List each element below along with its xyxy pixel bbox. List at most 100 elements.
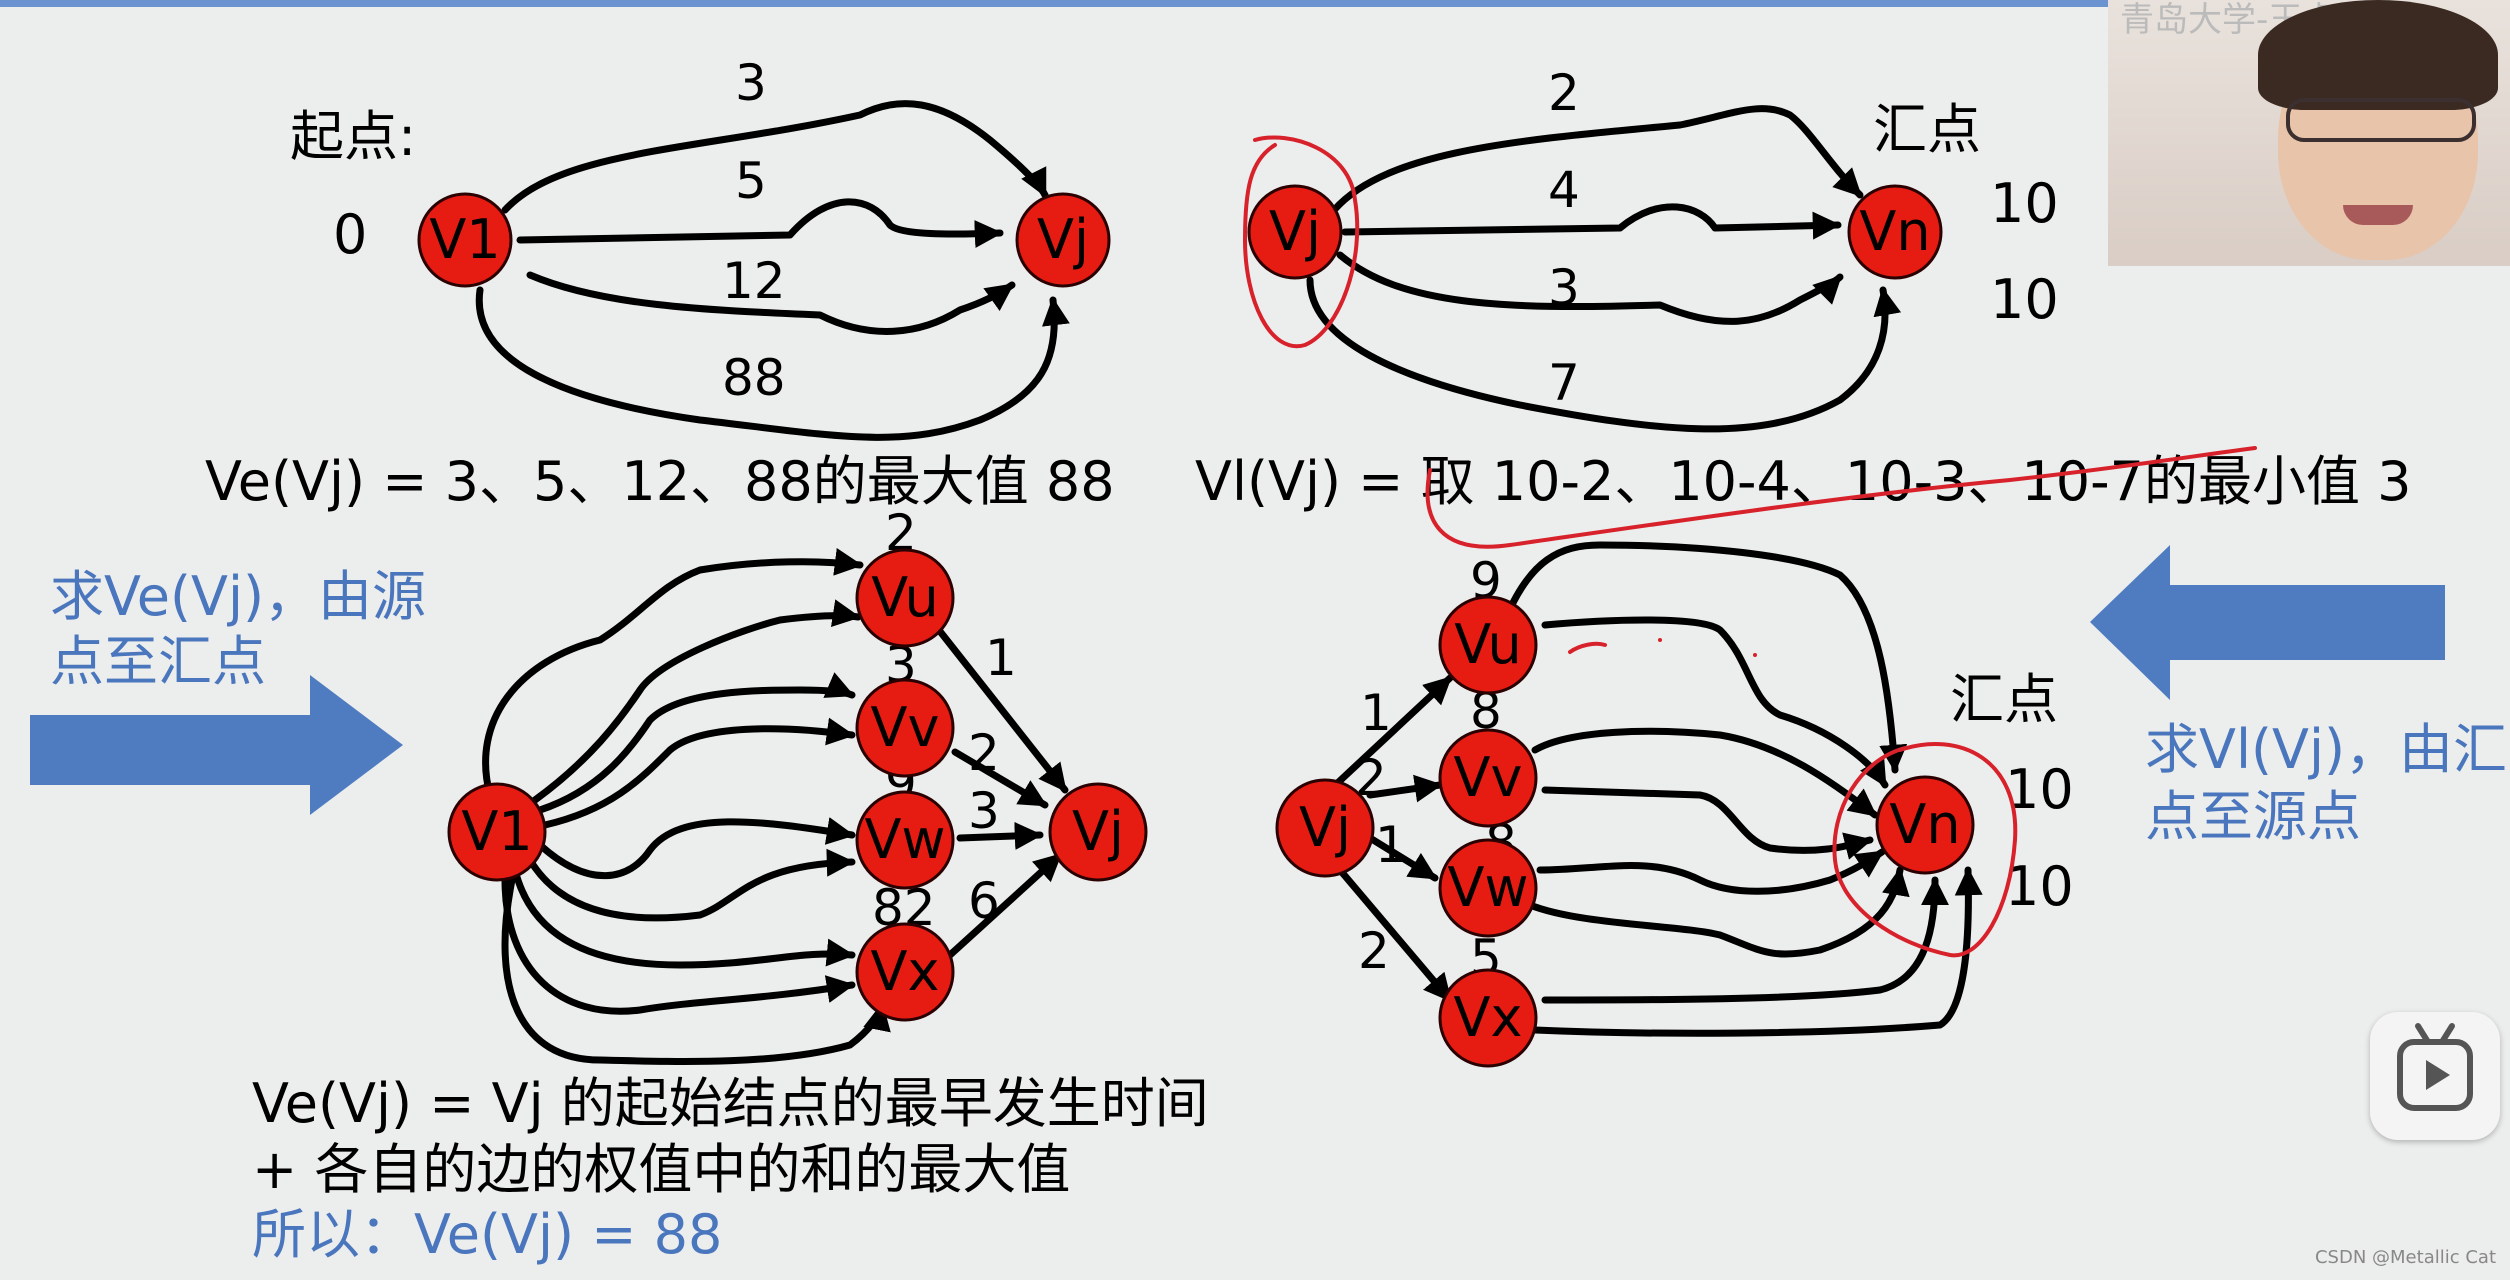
svg-text:Vn: Vn	[1859, 200, 1930, 263]
presenter-mouth	[2343, 205, 2413, 225]
edge-vv-vj	[951, 748, 1049, 809]
node-vn-tr: Vn	[1847, 184, 1943, 280]
node-v1-bl: V1	[447, 782, 547, 882]
node-vv-br: Vv	[1438, 728, 1538, 828]
edge-vu-vn-1	[1501, 541, 1908, 774]
edge-vj-vx	[1336, 866, 1454, 1004]
weight-88: 88	[722, 349, 786, 407]
node-vj-bl: Vj	[1048, 782, 1148, 882]
sink-value-br-1: 10	[2005, 758, 2074, 821]
svg-text:Vw: Vw	[1447, 856, 1528, 919]
webcam-overlay: 青岛大学-王卓	[2108, 0, 2510, 266]
weight-vx-vj: 6	[968, 872, 1000, 930]
annotation-strike	[1425, 446, 2257, 549]
node-vx-bl: Vx	[855, 922, 955, 1022]
side-note-vl-2: 点至源点	[2145, 785, 2361, 848]
sink-label-br: 汇点	[1950, 668, 2058, 731]
top-left-graph: 起点: 0 3 5 12 88 V1 Vj Ve(Vj) = 3、5、12、88…	[205, 54, 1115, 513]
edge-v1-vj-88	[475, 286, 1070, 441]
edge-vw-vn-2	[1526, 866, 1910, 958]
edge-vj-vu	[1326, 674, 1454, 794]
bottom-right-graph: 求Vl(Vj)，由汇 点至源点 汇点 10 10 1 2 1 2 9 8 8 5…	[1275, 541, 2507, 1068]
weight-5: 5	[735, 152, 767, 210]
edge-v1-vj-5	[516, 198, 1004, 248]
sink-label: 汇点	[1873, 98, 1981, 161]
annotation-dot-1	[1658, 638, 1662, 642]
node-vj: Vj	[1015, 192, 1111, 288]
svg-text:Vj: Vj	[1299, 796, 1351, 859]
weight-3b: 3	[1548, 259, 1580, 317]
edge-v1-vx	[511, 866, 856, 969]
node-vn-br: Vn	[1875, 775, 1975, 875]
svg-text:Vj: Vj	[1269, 200, 1321, 263]
presenter-hair	[2258, 0, 2498, 110]
weight-7: 7	[1548, 354, 1580, 412]
weight-4: 4	[1548, 161, 1580, 219]
edge-vw-vn-1	[1536, 848, 1886, 895]
play-icon	[2397, 1023, 2473, 1111]
edge-vj-vn-4	[1341, 203, 1842, 240]
formula-ve: Ve(Vj) = 3、5、12、88的最大值 88	[205, 450, 1115, 513]
edge-vx-vn-2	[1531, 866, 1983, 1037]
edge-v1-vx-3	[501, 876, 891, 1065]
node-vj-br: Vj	[1275, 778, 1375, 878]
formula-line-2: + 各自的边的权值中的和的最大值	[252, 1138, 1070, 1201]
annotation-dot-2	[1753, 653, 1757, 657]
annotation-circle-vj	[1243, 135, 1360, 349]
weight-vw-vj: 3	[968, 782, 1000, 840]
edge-v1-vx-2	[501, 876, 856, 1015]
node-v1: V1	[417, 192, 513, 288]
annotation-tick	[1568, 641, 1607, 654]
watermark: CSDN @Metallic Cat	[2314, 1247, 2496, 1268]
svg-text:Vn: Vn	[1889, 793, 1960, 856]
weight-vu-vj: 1	[985, 629, 1017, 687]
svg-text:Vv: Vv	[1454, 746, 1523, 809]
node-vw-br: Vw	[1438, 838, 1538, 938]
svg-text:Vj: Vj	[1072, 800, 1124, 863]
edge-vv-vn-1	[1531, 727, 1879, 819]
svg-text:V1: V1	[429, 208, 500, 271]
edge-v1-vu	[482, 547, 864, 799]
weight-br-vw: 1	[1375, 816, 1407, 874]
svg-text:Vx: Vx	[871, 940, 940, 1003]
edge-vx-vj	[946, 851, 1064, 959]
origin-label: 起点:	[290, 105, 416, 168]
play-button[interactable]	[2370, 1012, 2500, 1140]
weight-3: 3	[735, 54, 767, 112]
presenter-glasses	[2286, 98, 2476, 142]
node-vu-bl: Vu	[855, 548, 955, 648]
weight-br-vx: 2	[1358, 922, 1390, 980]
node-vx-br: Vx	[1438, 968, 1538, 1068]
annotation-circle-vn	[1832, 742, 2018, 958]
svg-text:Vw: Vw	[864, 808, 945, 871]
node-vj-tr: Vj	[1247, 184, 1343, 280]
edge-v1-vj-3	[501, 100, 1049, 214]
edge-vw-vj	[956, 821, 1044, 850]
conclusion: 所以：Ve(Vj) = 88	[252, 1203, 722, 1266]
svg-text:Vv: Vv	[871, 696, 940, 759]
edge-v1-vv	[536, 672, 856, 814]
svg-text:Vj: Vj	[1037, 208, 1089, 271]
edge-vu-vn-2	[1541, 616, 1889, 789]
svg-text:V1: V1	[461, 800, 532, 863]
side-note-ve-2: 点至汇点	[50, 630, 266, 693]
edge-vj-vn-7	[1306, 276, 1902, 433]
arrow-right-icon	[30, 675, 403, 815]
sink-value-1: 10	[1990, 172, 2059, 235]
side-note-vl-1: 求Vl(Vj)，由汇	[2145, 718, 2507, 781]
edge-v1-vw	[536, 817, 856, 880]
sink-value-2: 10	[1990, 268, 2059, 331]
edge-vj-vn-2	[1326, 105, 1864, 219]
node-vw-bl: Vw	[855, 790, 955, 890]
edge-v1-vv-2	[541, 717, 856, 829]
edge-vj-vw	[1366, 834, 1439, 882]
weight-vv-vj: 2	[968, 724, 1000, 782]
svg-text:Vx: Vx	[1454, 986, 1523, 1049]
weight-12: 12	[722, 252, 786, 310]
edge-v1-vw-2	[526, 848, 856, 922]
slide-top-bar	[0, 0, 2110, 7]
arrow-left-icon	[2090, 545, 2445, 700]
edge-vv-vn-2	[1541, 786, 1874, 860]
